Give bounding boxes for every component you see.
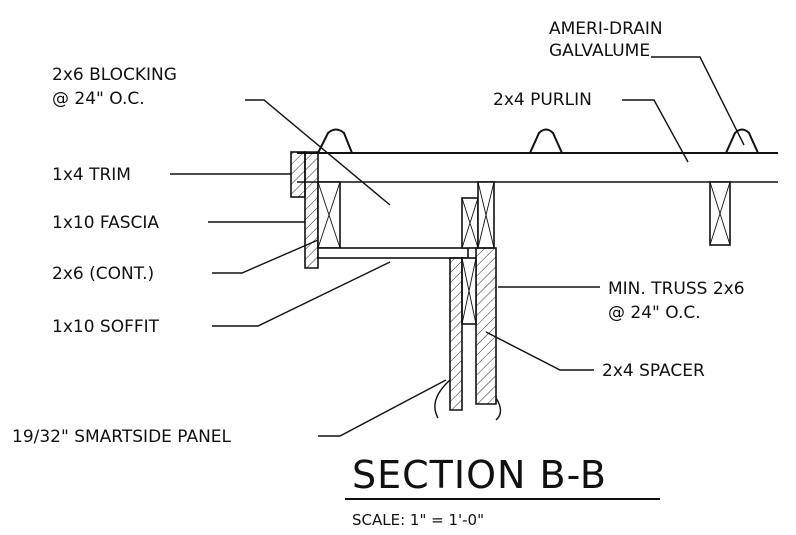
- soffit-label: 1x10 SOFFIT: [52, 317, 160, 337]
- truss-member: [475, 181, 497, 405]
- truss-label-line1: MIN. TRUSS 2x6: [608, 279, 745, 299]
- blocking-label-line1: 2x6 BLOCKING: [52, 65, 177, 85]
- trim-label: 1x4 TRIM: [52, 165, 131, 185]
- section-title: SECTION B-B: [352, 453, 607, 497]
- spacer-label: 2x4 SPACER: [602, 361, 705, 381]
- purlin-block: [709, 181, 731, 246]
- leader-lines: [170, 56, 745, 437]
- cont-block: [461, 197, 479, 249]
- ameridrain-label-line1: AMERI-DRAIN: [549, 19, 663, 39]
- blocking-block: [317, 181, 341, 249]
- fascia-label: 1x10 FASCIA: [52, 213, 159, 233]
- fascia-board: [304, 151, 319, 269]
- smartside-panel: [434, 257, 502, 421]
- spacer-block: [461, 257, 477, 325]
- trim-board: [290, 151, 306, 198]
- scale-note: SCALE: 1" = 1'-0": [352, 511, 484, 529]
- cont-label: 2x6 (CONT.): [52, 264, 154, 284]
- purlin-label: 2x4 PURLIN: [493, 90, 592, 110]
- truss-label-line2: @ 24" O.C.: [608, 303, 701, 323]
- ameridrain-label-line2: GALVALUME: [549, 41, 650, 61]
- blocking-label-line2: @ 24" O.C.: [52, 89, 145, 109]
- roof-panel: [297, 128, 778, 183]
- soffit-board: [317, 247, 469, 259]
- panel-label: 19/32" SMARTSIDE PANEL: [12, 427, 232, 447]
